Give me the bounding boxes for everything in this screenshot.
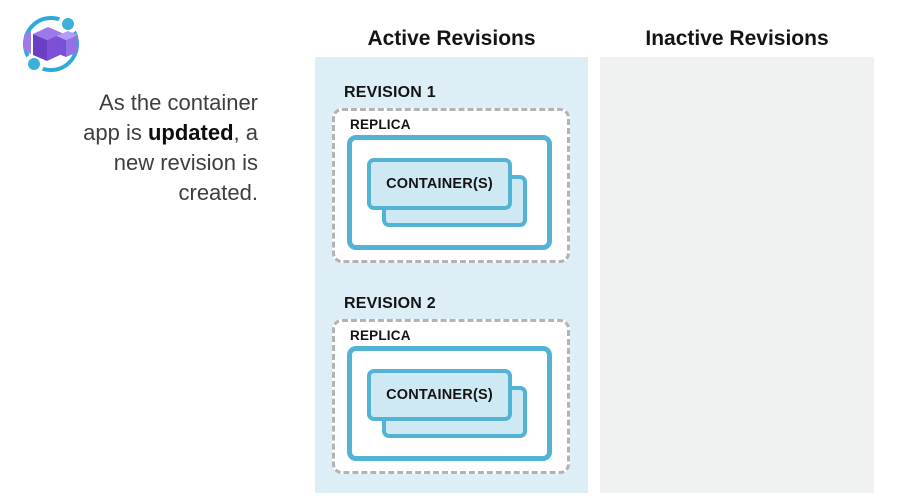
revision-2-replica-label: REPLICA xyxy=(350,328,411,343)
inactive-revisions-heading: Inactive Revisions xyxy=(645,27,829,50)
container-apps-icon-glyph xyxy=(23,14,79,74)
revision-1-container-label: CONTAINER(S) xyxy=(386,176,493,192)
description-line: app is updated, a xyxy=(83,120,258,145)
revision-2-group: REVISION 2 REPLICA CONTAINER(S) xyxy=(332,295,570,474)
revision-1-replica-box: CONTAINER(S) xyxy=(347,135,552,250)
revision-2-label: REVISION 2 xyxy=(344,295,436,312)
updated-emphasis: updated xyxy=(147,120,234,145)
description-text: As the container app is updated, a new r… xyxy=(83,88,258,208)
revision-1-container-box-front: CONTAINER(S) xyxy=(367,158,512,210)
active-revisions-heading: Active Revisions xyxy=(367,27,536,50)
revision-1-group: REVISION 1 REPLICA CONTAINER(S) xyxy=(332,84,570,263)
revision-1-dashed-box: REPLICA CONTAINER(S) xyxy=(332,108,570,263)
inactive-revisions-panel xyxy=(600,57,874,493)
active-revisions-panel: REVISION 1 REPLICA CONTAINER(S) REVISION… xyxy=(315,57,588,493)
description-line: created. xyxy=(178,180,259,205)
revision-2-container-box-front: CONTAINER(S) xyxy=(367,369,512,421)
description-line: new revision is xyxy=(113,150,258,175)
revision-2-container-label: CONTAINER(S) xyxy=(386,387,493,403)
revision-2-replica-box: CONTAINER(S) xyxy=(347,346,552,461)
description-line: As the container xyxy=(99,90,258,115)
revision-1-label: REVISION 1 xyxy=(344,84,436,101)
revision-1-replica-label: REPLICA xyxy=(350,117,411,132)
revision-2-dashed-box: REPLICA CONTAINER(S) xyxy=(332,319,570,474)
azure-container-apps-icon xyxy=(17,12,85,76)
